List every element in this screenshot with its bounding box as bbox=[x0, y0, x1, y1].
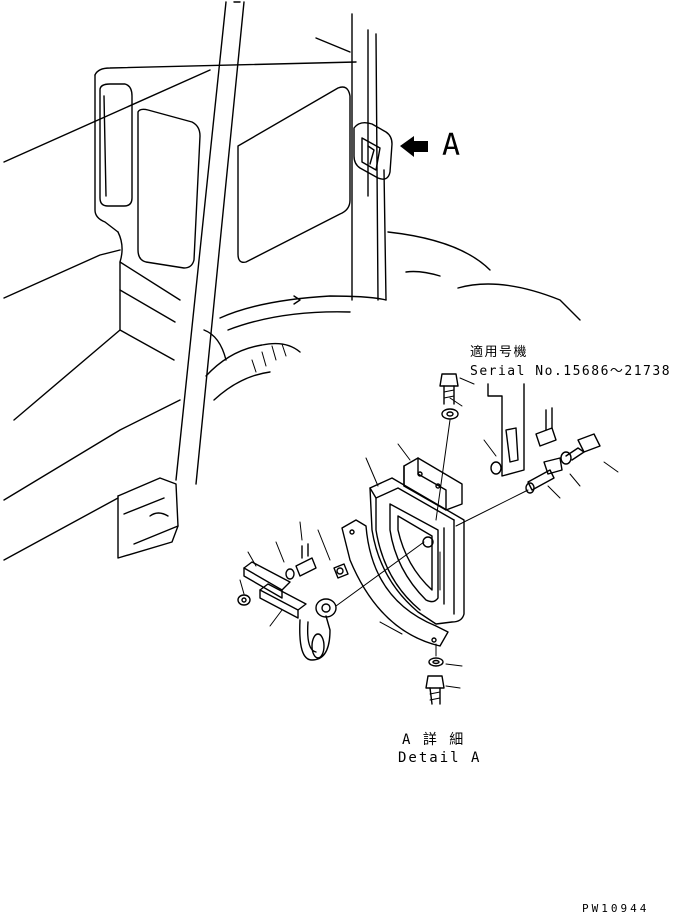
detail-caption-jp: A 詳 細 bbox=[402, 732, 465, 748]
detail-a-parts bbox=[237, 373, 619, 705]
detail-caption-en: Detail A bbox=[398, 750, 481, 766]
serial-note-title: 適用号機 bbox=[470, 344, 528, 360]
mirror-location bbox=[353, 121, 393, 180]
view-arrow-icon bbox=[400, 136, 428, 157]
view-arrow-label: A bbox=[442, 128, 460, 163]
figure-code: PW10944 bbox=[582, 902, 649, 915]
serial-note-serial: Serial No.15686～21738 bbox=[470, 364, 671, 379]
cab-outline bbox=[3, 1, 581, 561]
